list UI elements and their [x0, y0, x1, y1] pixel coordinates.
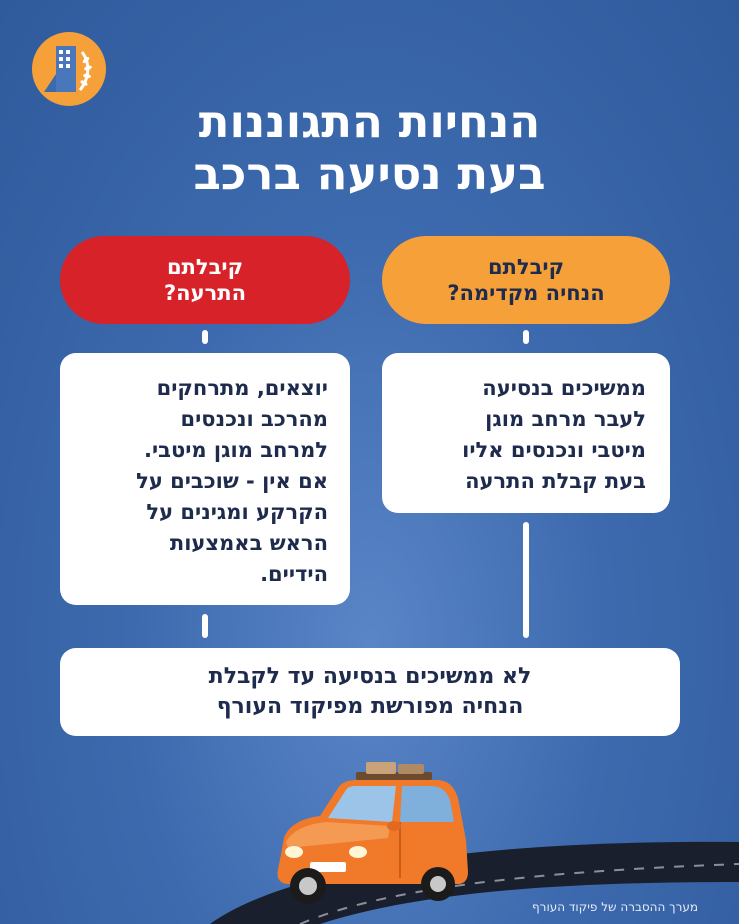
alert-pill-line-2: התרעה? — [164, 281, 247, 305]
home-front-command-logo-icon — [32, 32, 106, 106]
footer-credit: מערך ההסברה של פיקוד העורף — [532, 900, 699, 914]
advance-instruction-line: בעת קבלת התרעה — [465, 469, 646, 493]
advance-instruction-line: לעבר מרחב מוגן — [485, 407, 646, 431]
alert-instruction-line: הראש באמצעות — [169, 531, 328, 555]
alert-instruction-line: הידיים. — [260, 562, 328, 586]
car-illustration — [277, 762, 468, 904]
continue-instructions-card: לא ממשיכים בנסיעה עד לקבלת הנחיה מפורשת … — [60, 648, 680, 736]
advance-instruction-line: מיטבי ונכנסים אליו — [462, 438, 646, 462]
alert-question-pill: קיבלתם התרעה? — [60, 236, 350, 324]
alert-instructions-card: יוצאים, מתרחקים מהרכב ונכנסים למרחב מוגן… — [60, 353, 350, 605]
advance-instruction-line: ממשיכים בנסיעה — [482, 376, 646, 400]
continue-instruction-line: לא ממשיכים בנסיעה עד לקבלת — [208, 664, 532, 689]
connector-advance-bottom — [523, 522, 529, 638]
title-line-1: הנחיות התגוננות — [198, 95, 541, 148]
alert-instruction-line: יוצאים, מתרחקים — [156, 376, 328, 400]
advance-pill-line-2: הנחיה מקדימה? — [447, 281, 605, 305]
advance-pill-line-1: קיבלתם — [487, 255, 565, 279]
advance-question-pill: קיבלתם הנחיה מקדימה? — [382, 236, 670, 324]
alert-instruction-line: הקרקע ומגינים על — [146, 500, 328, 524]
connector-alert-bottom — [202, 614, 208, 638]
page-title: הנחיות התגוננות בעת נסיעה ברכב — [0, 96, 739, 200]
alert-instruction-line: אם אין - שוכבים על — [136, 469, 328, 493]
advance-instructions-card: ממשיכים בנסיעה לעבר מרחב מוגן מיטבי ונכנ… — [382, 353, 670, 513]
connector-alert-top — [202, 330, 208, 344]
alert-instruction-line: מהרכב ונכנסים — [180, 407, 329, 431]
connector-advance-top — [523, 330, 529, 344]
alert-instruction-line: למרחב מוגן מיטבי. — [143, 438, 328, 462]
alert-pill-line-1: קיבלתם — [166, 255, 244, 279]
continue-instruction-line: הנחיה מפורשת מפיקוד העורף — [216, 694, 524, 719]
title-line-2: בעת נסיעה ברכב — [193, 147, 546, 200]
